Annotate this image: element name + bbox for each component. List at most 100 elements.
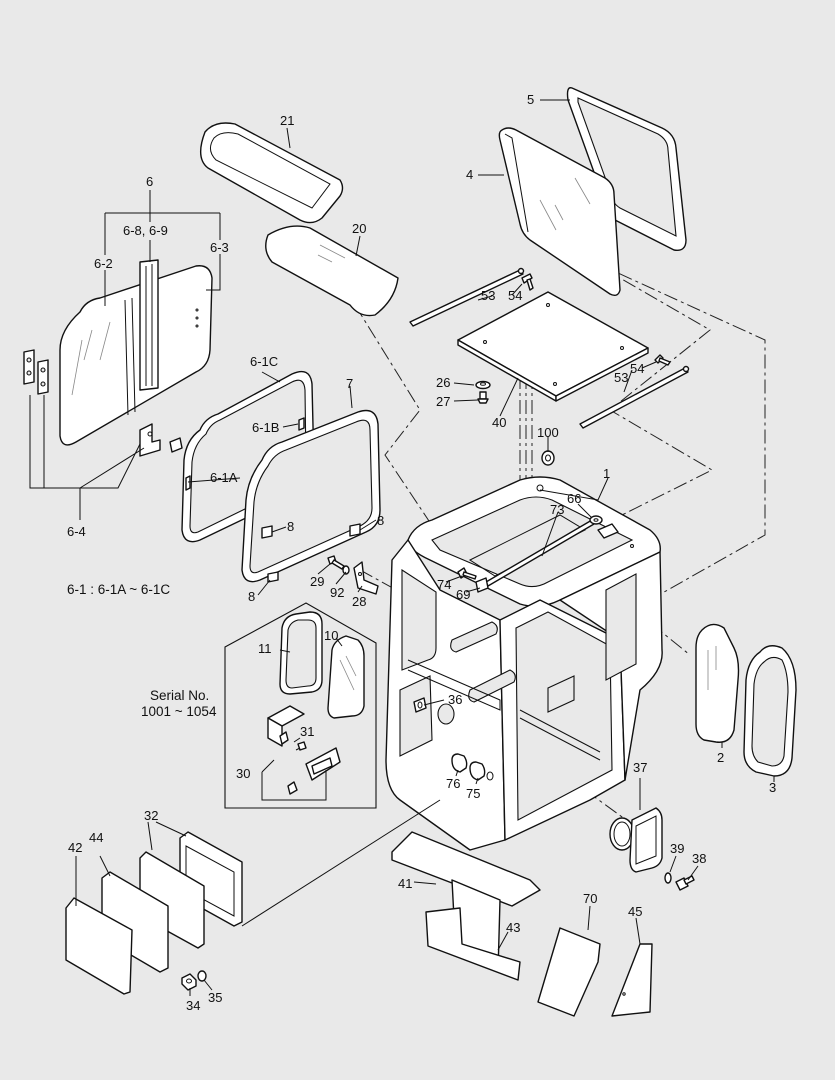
label-38: 38 (692, 851, 706, 866)
label-74: 74 (437, 577, 451, 592)
part-26-washer (475, 380, 491, 390)
part-2-side-glass (695, 623, 740, 743)
part-54-screw-lower (654, 354, 671, 366)
part-6-8-channel (139, 259, 159, 391)
label-53-b: 53 (614, 370, 628, 385)
label-75: 75 (466, 786, 480, 801)
diagram-notes: 6-1 : 6-1A ~ 6-1C Serial No. 1001 ~ 1054 (67, 582, 217, 719)
part-34-nut (181, 973, 197, 991)
label-27: 27 (436, 394, 450, 409)
part-5-rear-window-frame (566, 87, 687, 251)
label-2: 2 (717, 750, 724, 765)
label-6-2: 6-2 (94, 256, 113, 271)
part-54-screw-upper (521, 273, 534, 291)
part-45-panel (611, 943, 653, 1017)
label-34: 34 (186, 998, 200, 1013)
label-26: 26 (436, 375, 450, 390)
part-labels: 5 4 21 20 6 6-8, 6-9 6-2 6-3 6-4 6-1C 7 … (67, 92, 776, 1013)
label-41: 41 (398, 876, 412, 891)
label-29: 29 (310, 574, 324, 589)
part-76-rubber-mount (451, 753, 468, 773)
part-8-clips (261, 523, 361, 583)
label-69: 69 (456, 587, 470, 602)
label-39: 39 (670, 841, 684, 856)
label-7: 7 (346, 376, 353, 391)
label-10: 10 (324, 628, 338, 643)
part-6-door-window (59, 265, 213, 446)
part-53-rod-lower (579, 365, 690, 429)
label-44: 44 (89, 830, 103, 845)
label-37: 37 (633, 760, 647, 775)
label-40: 40 (492, 415, 506, 430)
part-7-window-frame (241, 409, 381, 583)
label-92: 92 (330, 585, 344, 600)
label-45: 45 (628, 904, 642, 919)
label-11: 11 (258, 641, 272, 656)
label-42: 42 (68, 840, 82, 855)
label-43: 43 (506, 920, 520, 935)
label-76: 76 (446, 776, 460, 791)
part-37-vent (609, 807, 663, 873)
serial-inset-box (224, 602, 377, 809)
part-92-washer (342, 565, 350, 575)
part-6-4-hinges (23, 349, 183, 457)
part-38-bolt (675, 875, 695, 891)
part-1-cab-frame (385, 476, 663, 851)
part-4-rear-glass (498, 127, 621, 297)
label-28: 28 (352, 594, 366, 609)
range-note: 6-1 : 6-1A ~ 6-1C (67, 582, 170, 597)
part-53-rod-upper (409, 267, 525, 327)
part-11-small-seal (279, 611, 323, 695)
label-3: 3 (769, 780, 776, 795)
label-1: 1 (603, 466, 610, 481)
label-32: 32 (144, 808, 158, 823)
label-6-4: 6-4 (67, 524, 86, 539)
label-70: 70 (583, 891, 597, 906)
label-100: 100 (537, 425, 559, 440)
label-5: 5 (527, 92, 534, 107)
label-30: 30 (236, 766, 250, 781)
label-6-1a: 6-1A (210, 470, 238, 485)
label-54-a: 54 (508, 288, 522, 303)
part-27-bolt (477, 391, 489, 404)
part-42-panel (65, 897, 133, 995)
label-54-b: 54 (630, 361, 644, 376)
part-10-small-glass (327, 635, 365, 719)
part-70-panel (537, 927, 601, 1017)
label-31: 31 (300, 724, 314, 739)
part-31-screws (279, 731, 307, 795)
serial-title: Serial No. (150, 688, 209, 703)
label-8-b: 8 (377, 513, 384, 528)
label-53-a: 53 (481, 288, 495, 303)
part-74-screw (457, 567, 477, 580)
part-43-plate (425, 907, 521, 981)
label-6-8-6-9: 6-8, 6-9 (123, 223, 168, 238)
part-21-roof-seal (200, 122, 344, 224)
label-21: 21 (280, 113, 294, 128)
part-35-washer (197, 970, 207, 982)
label-20: 20 (352, 221, 366, 236)
label-6-1b: 6-1B (252, 420, 279, 435)
label-6-1c: 6-1C (250, 354, 278, 369)
label-35: 35 (208, 990, 222, 1005)
part-20-roof-glass (265, 225, 399, 317)
label-6: 6 (146, 174, 153, 189)
label-4: 4 (466, 167, 473, 182)
serial-range: 1001 ~ 1054 (141, 704, 217, 719)
label-73: 73 (550, 502, 564, 517)
part-40-roof-panel (457, 291, 649, 402)
part-100-grommet (541, 450, 555, 466)
leader-lines (29, 99, 775, 996)
label-6-3: 6-3 (210, 240, 229, 255)
label-36: 36 (448, 692, 462, 707)
part-3-side-seal (743, 645, 797, 777)
part-29-bolt (327, 555, 345, 570)
part-75-rubber-mount (469, 761, 494, 781)
part-36-bushing (413, 697, 427, 713)
part-66-washer (589, 515, 603, 525)
label-8-c: 8 (248, 589, 255, 604)
label-8-a: 8 (287, 519, 294, 534)
part-30-latch (267, 705, 341, 781)
